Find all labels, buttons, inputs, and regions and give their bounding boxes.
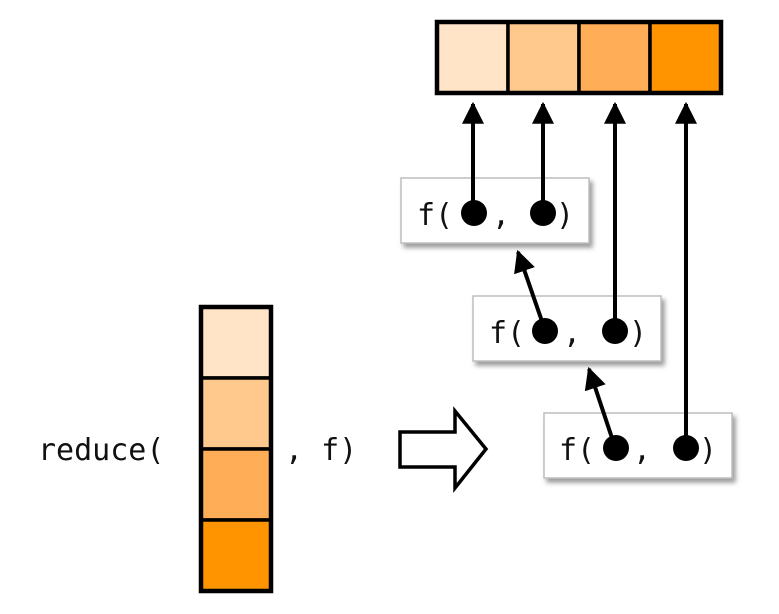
argument-dot-icon — [603, 435, 629, 461]
function-call-box-2: f( , ) — [472, 295, 662, 362]
function-open: f( — [559, 433, 595, 468]
function-separator: , — [563, 316, 581, 351]
output-vector-cell-2 — [506, 20, 581, 95]
function-call-box-3: f( , ) — [543, 412, 733, 479]
argument-dot-icon — [530, 200, 556, 226]
input-vector-outline — [198, 304, 274, 594]
function-close: ) — [629, 316, 647, 351]
output-vector-outline — [434, 19, 724, 96]
input-vector-cell-2 — [199, 376, 273, 451]
argument-dot-icon — [602, 318, 628, 344]
input-vector-cell-1 — [199, 305, 273, 380]
function-open: f( — [417, 198, 453, 233]
function-separator: , — [492, 198, 510, 233]
arrow-box2-to-box1 — [514, 249, 547, 331]
argument-dot-icon — [532, 318, 558, 344]
reduce-call-prefix: reduce( — [38, 433, 164, 468]
output-vector-cell-4 — [648, 20, 723, 95]
connector-arrows — [462, 101, 697, 448]
input-vector — [198, 304, 274, 594]
output-vector — [434, 19, 724, 96]
output-vector-cell-3 — [577, 20, 652, 95]
argument-dots — [461, 200, 699, 461]
reduce-call-suffix: , f) — [285, 433, 357, 468]
function-call-box-1: f( , ) — [400, 177, 590, 244]
output-vector-cell-1 — [435, 20, 510, 95]
argument-dot-icon — [673, 435, 699, 461]
argument-dot-icon — [461, 200, 487, 226]
function-close: ) — [556, 198, 574, 233]
function-open: f( — [489, 316, 525, 351]
function-close: ) — [699, 433, 717, 468]
function-separator: , — [633, 433, 651, 468]
arrow-box3-to-box2 — [584, 366, 617, 448]
input-vector-cell-4 — [199, 518, 273, 593]
hollow-right-arrow-icon — [398, 406, 489, 494]
input-vector-cell-3 — [199, 447, 273, 522]
